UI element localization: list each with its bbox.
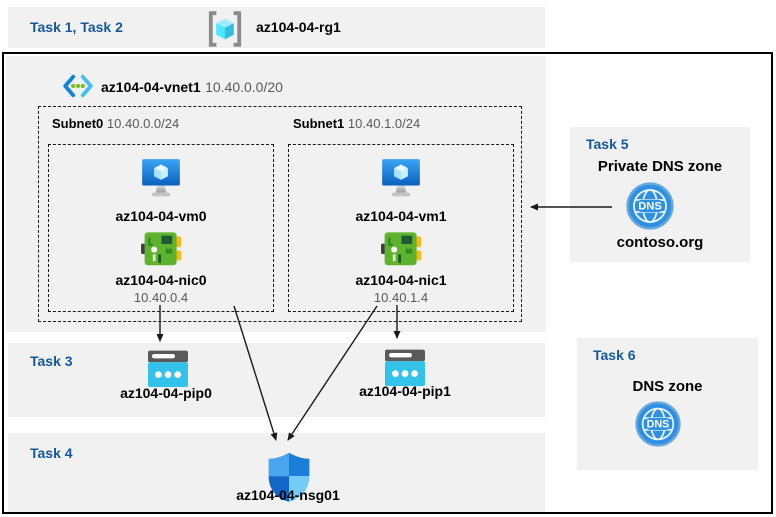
task12-band: Task 1, Task 2 az104-04-rg1	[8, 7, 545, 48]
subnets-container	[38, 106, 522, 322]
task6-label: Task 6	[593, 347, 636, 363]
nsg-name: az104-04-nsg01	[236, 487, 340, 503]
dns-zone-icon: DNS	[635, 401, 681, 447]
subnet1-label: Subnet1 10.40.1.0/24	[293, 116, 420, 131]
nic0-name: az104-04-nic0	[115, 272, 207, 288]
vm-icon	[382, 159, 420, 197]
nsg-shield-icon	[268, 452, 310, 502]
pip0-name: az104-04-pip0	[120, 385, 212, 401]
vm1-name: az104-04-vm1	[355, 208, 447, 224]
virtual-network-icon	[63, 74, 93, 98]
dns-badge-text: DNS	[647, 418, 670, 430]
pip1-name: az104-04-pip1	[359, 383, 451, 399]
vm0-name: az104-04-vm0	[115, 208, 207, 224]
task5-label: Task 5	[586, 136, 629, 152]
subnet1-cidr: 10.40.1.0/24	[347, 116, 421, 131]
dns-zone-title: DNS zone	[632, 378, 703, 395]
resource-group-icon	[208, 11, 242, 47]
task12-label: Task 1, Task 2	[30, 19, 123, 35]
private-dns-zone-title: Private DNS zone	[597, 158, 723, 175]
vnet-name: az104-04-vnet1	[101, 79, 201, 95]
vnet-header: az104-04-vnet1 10.40.0.0/20	[101, 79, 283, 97]
subnet0-cidr: 10.40.0.0/24	[106, 116, 180, 131]
public-ip-icon	[148, 350, 188, 387]
vnet-cidr: 10.40.0.0/20	[205, 79, 283, 95]
subnet0-box: az104-04-vm0 az104-04-nic0 10.40.0.4	[48, 144, 274, 312]
task5-box: Task 5 Private DNS zone DNS contoso.org	[570, 127, 750, 262]
task3-band: Task 3 az104-04-pip0 az104-04-pip1	[8, 343, 545, 417]
nic-icon	[141, 232, 181, 266]
subnet0-label: Subnet0 10.40.0.0/24	[52, 116, 179, 131]
task4-band: Task 4 az104-04-nsg01	[8, 433, 545, 512]
subnet1-name: Subnet1	[293, 116, 345, 131]
nic1-name: az104-04-nic1	[355, 272, 447, 288]
vnet-box	[6, 56, 546, 332]
private-dns-zone-name: contoso.org	[616, 234, 704, 251]
nic1-ip: 10.40.1.4	[373, 290, 429, 305]
task3-label: Task 3	[30, 353, 73, 369]
nic-icon	[381, 232, 421, 266]
dns-badge-text: DNS	[638, 201, 662, 213]
nic0-ip: 10.40.0.4	[133, 290, 189, 305]
task6-box: Task 6 DNS zone DNS	[577, 338, 758, 470]
subnet1-box: az104-04-vm1 az104-04-nic1 10.40.1.4	[288, 144, 514, 312]
vm-icon	[142, 159, 180, 197]
subnet0-name: Subnet0	[52, 116, 104, 131]
task4-label: Task 4	[30, 445, 73, 461]
resource-group-name: az104-04-rg1	[256, 19, 341, 35]
public-ip-icon	[385, 349, 425, 386]
dns-zone-icon: DNS	[626, 182, 674, 230]
diagram-border	[2, 52, 773, 514]
